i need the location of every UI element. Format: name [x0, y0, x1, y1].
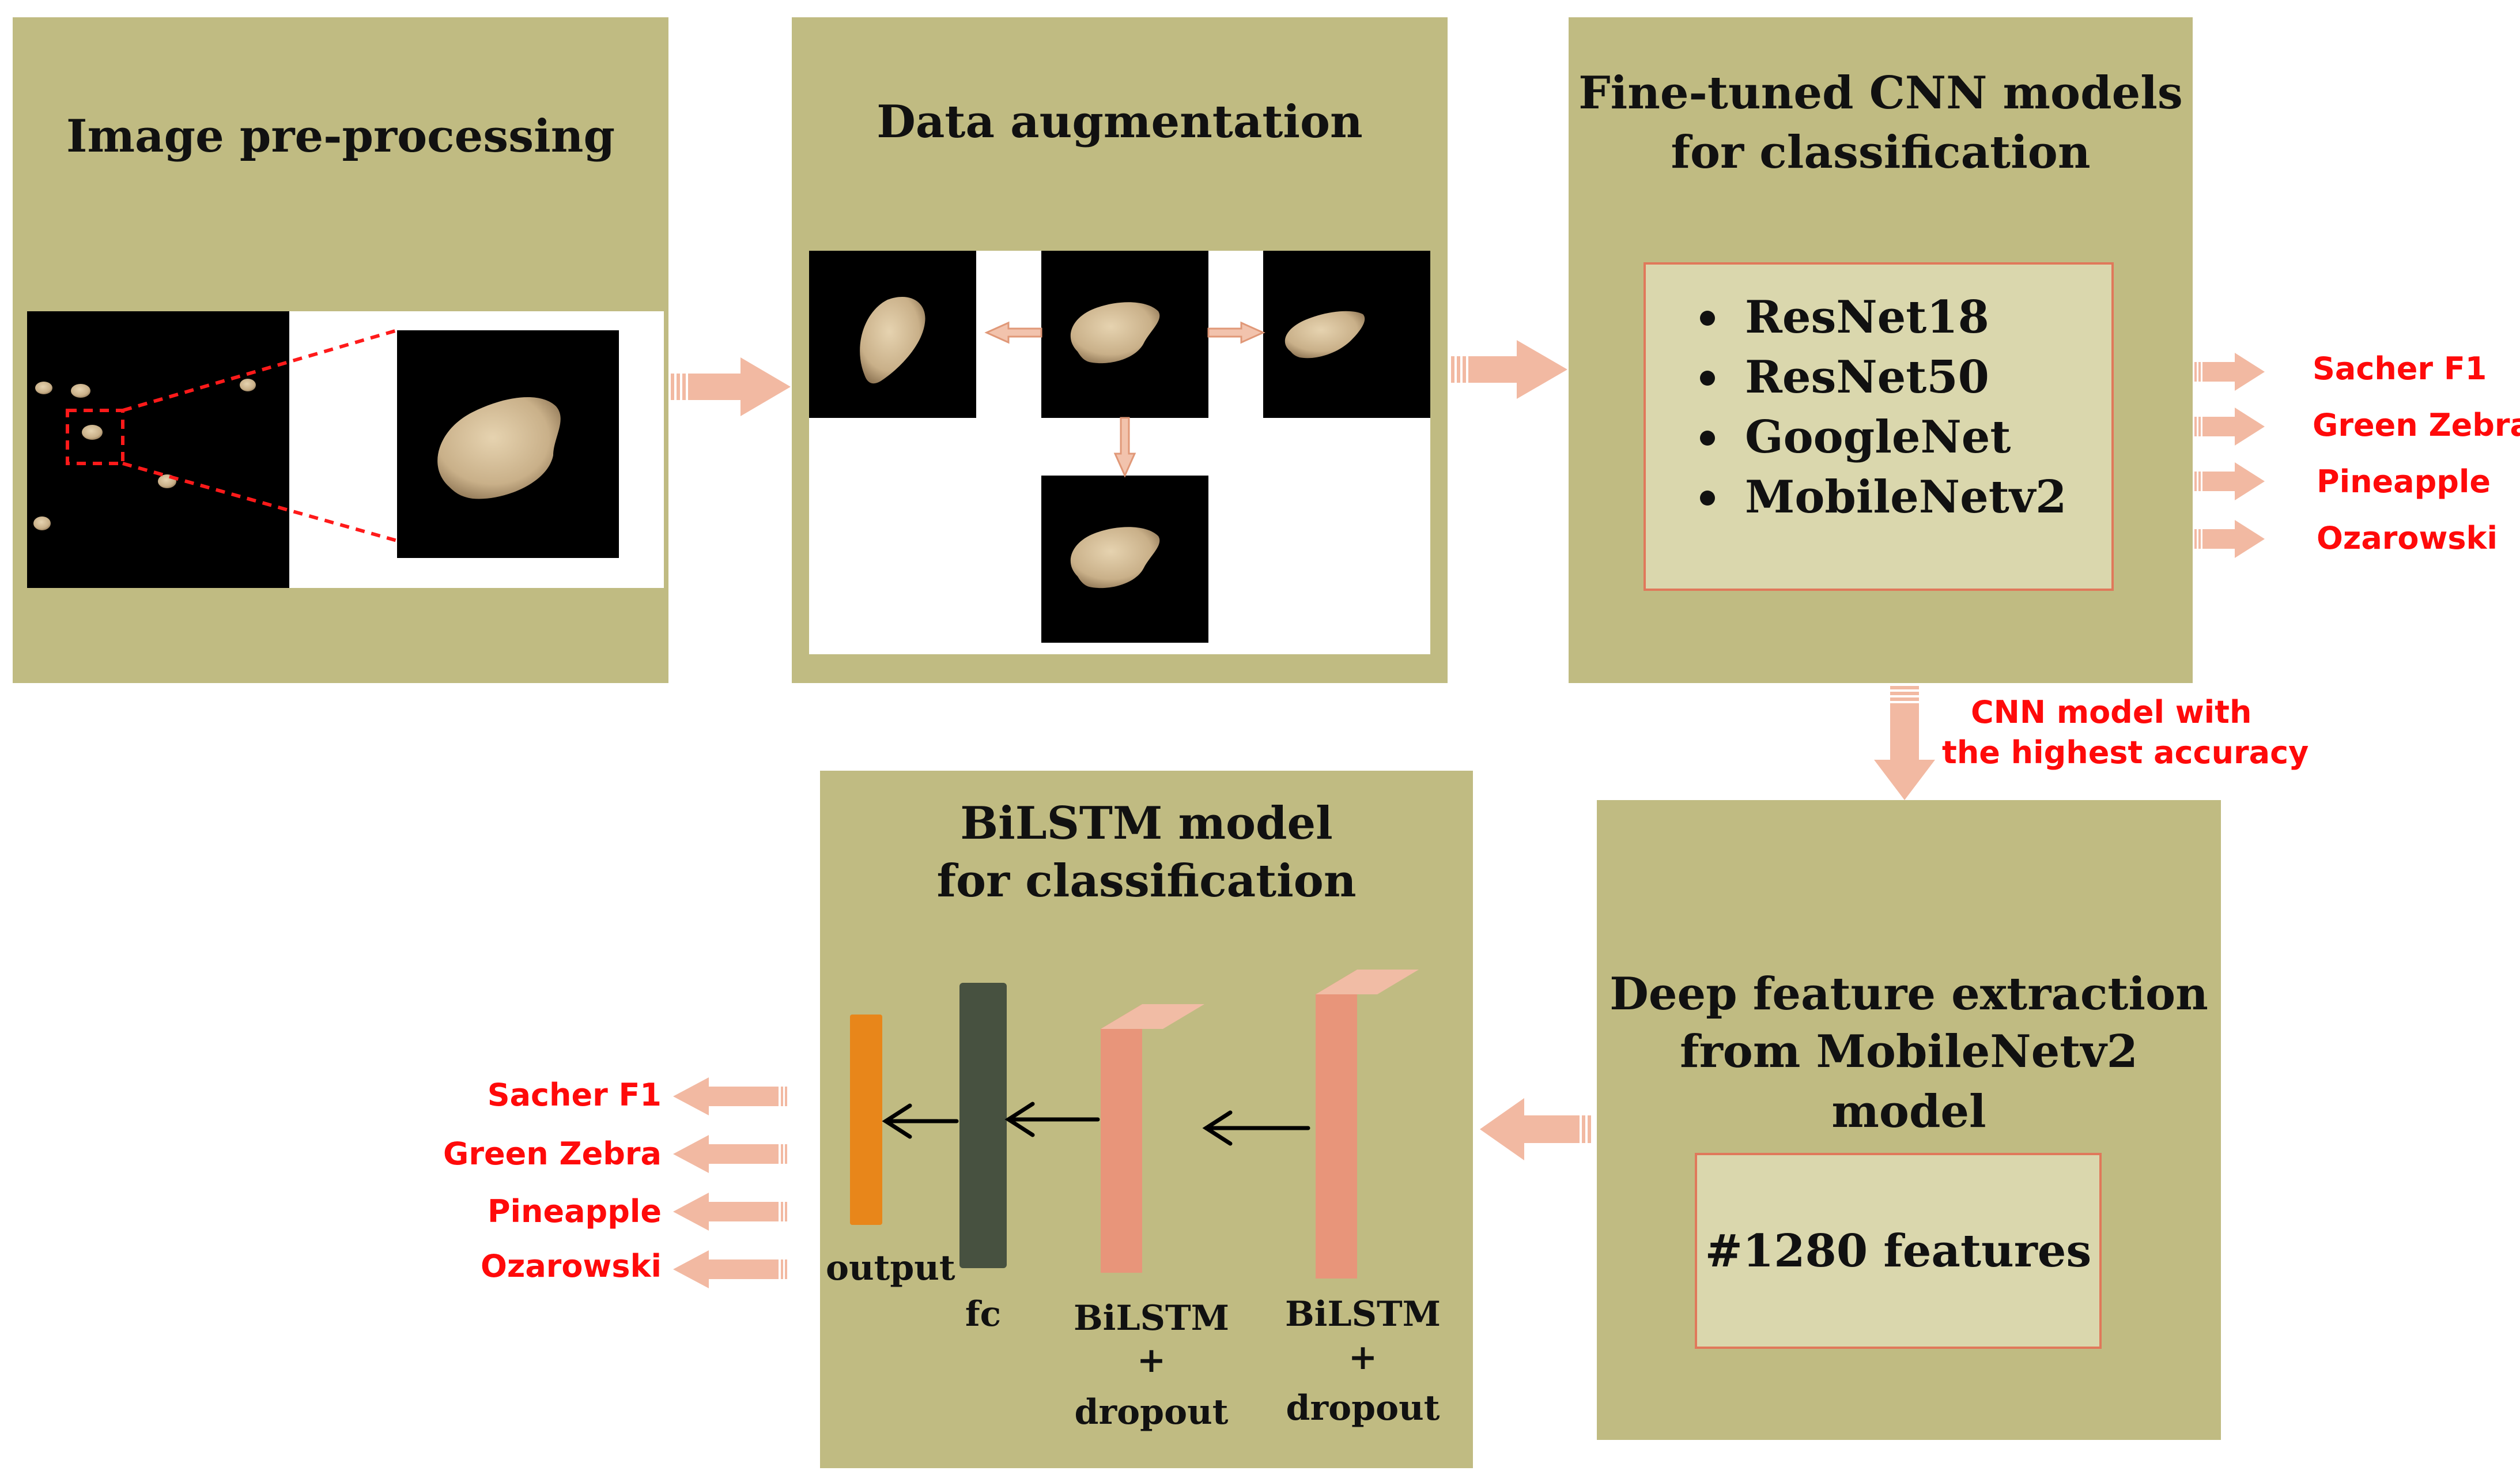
arrow-cnn-to-feature — [1874, 686, 1935, 800]
output-layer — [850, 1015, 882, 1225]
panel-title-bilstm-line2: for classification — [936, 855, 1357, 907]
layer-label-fc: fc — [965, 1294, 1002, 1334]
bilstm-class-ozarowski: Ozarowski — [481, 1248, 662, 1284]
bilstm-layer-1 — [1101, 1004, 1204, 1273]
seed-aug-left — [860, 296, 925, 384]
fc-layer — [959, 983, 1007, 1268]
model-mobilenetv2: MobileNetv2 — [1687, 467, 2066, 527]
layer-label-bilstm1-line1: BiLSTM — [1073, 1298, 1230, 1338]
features-count: #1280 features — [1705, 1225, 2092, 1277]
cnn-class-ozarowski: Ozarowski — [2317, 520, 2498, 556]
panel-title-cnn-line1: Fine-tuned CNN models — [1578, 67, 2183, 119]
cnn-model-list-box: ResNet18 ResNet50 GoogleNet MobileNetv2 — [1644, 262, 2114, 591]
layer-label-bilstm2-line1: BiLSTM — [1284, 1294, 1441, 1334]
seed-large — [437, 397, 561, 499]
panel-title-feature-line1: Deep feature extraction — [1610, 968, 2208, 1020]
bilstm-class-arrows — [673, 1077, 787, 1288]
cnn-selection-note-line1: CNN model with — [1971, 694, 2252, 730]
seed-aug-center — [1070, 302, 1160, 364]
panel-title-bilstm-line1: BiLSTM model — [960, 797, 1333, 850]
cnn-class-arrows — [2194, 353, 2265, 558]
cnn-class-pineapple: Pineapple — [2317, 463, 2491, 500]
tray-seeds — [33, 379, 256, 530]
model-resnet50: ResNet50 — [1687, 348, 2066, 408]
layer-label-output: output — [826, 1248, 955, 1288]
panel-deep-feature-extraction: Deep feature extraction from MobileNetv2… — [1597, 800, 2221, 1440]
model-resnet18: ResNet18 — [1687, 288, 2066, 348]
arrow-feature-to-bilstm — [1480, 1098, 1591, 1160]
panel-cnn-models: Fine-tuned CNN models for classification… — [1569, 17, 2193, 683]
cnn-selection-note-line2: the highest accuracy — [1942, 734, 2309, 771]
panel-title-augmentation: Data augmentation — [876, 96, 1363, 148]
arrow-pre-to-aug — [671, 357, 791, 416]
seed-tray-image — [27, 311, 289, 588]
arrow-aug-to-cnn — [1451, 340, 1567, 399]
layer-arrows — [882, 1102, 1310, 1146]
seed-aug-right — [1284, 311, 1365, 359]
layer-label-bilstm1-line2: + — [1136, 1340, 1166, 1381]
zoom-indicator — [66, 329, 398, 542]
augmentation-arrows — [984, 321, 1265, 478]
panel-title-cnn-line2: for classification — [1671, 126, 2091, 179]
bilstm-layer-2 — [1316, 970, 1419, 1279]
model-googlenet: GoogleNet — [1687, 408, 2066, 467]
layer-label-bilstm1-line3: dropout — [1074, 1392, 1229, 1432]
panel-title-feature-line2: from MobileNetv2 model — [1680, 1025, 2138, 1138]
cnn-model-list: ResNet18 ResNet50 GoogleNet MobileNetv2 — [1687, 288, 2066, 527]
features-box: #1280 features — [1695, 1153, 2102, 1349]
cnn-class-green-zebra: Green Zebra — [2313, 407, 2520, 443]
seed-aug-bottom — [1070, 527, 1160, 589]
panel-title-preprocessing: Image pre-processing — [66, 110, 615, 163]
cnn-class-sacher-f1: Sacher F1 — [2313, 350, 2487, 387]
bilstm-class-green-zebra: Green Zebra — [443, 1136, 662, 1172]
layer-label-bilstm2-line3: dropout — [1286, 1388, 1440, 1428]
layer-label-bilstm2-line2: + — [1348, 1337, 1378, 1378]
bilstm-class-pineapple: Pineapple — [487, 1193, 662, 1230]
bilstm-class-sacher-f1: Sacher F1 — [487, 1077, 662, 1113]
flow-arrows — [671, 340, 1935, 1160]
